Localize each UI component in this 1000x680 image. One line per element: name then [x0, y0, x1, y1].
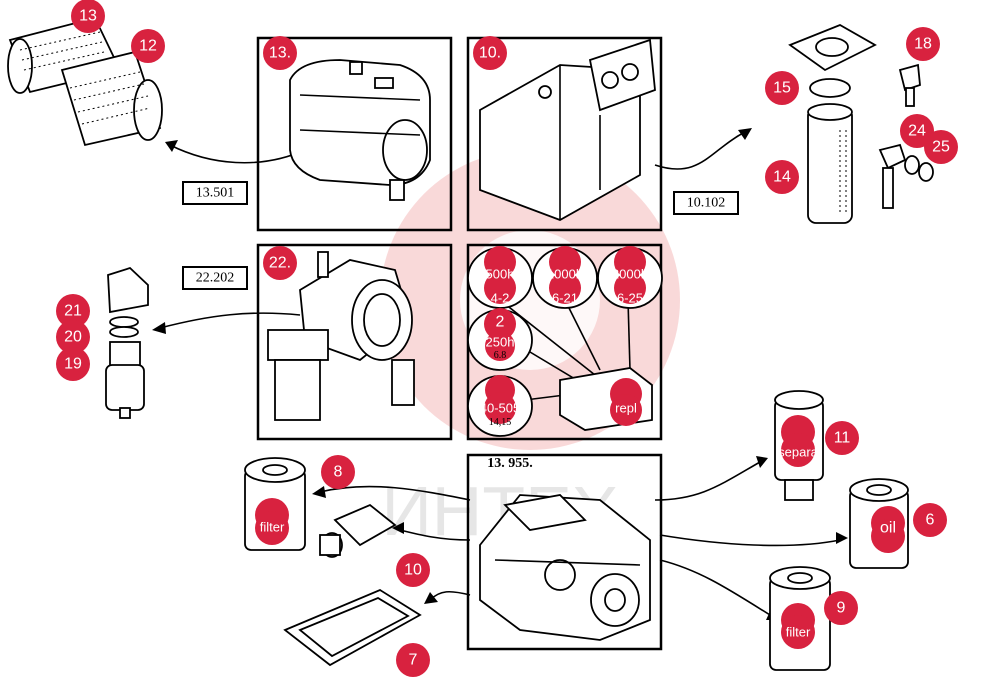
callout-14-text: 14	[773, 169, 791, 186]
oil-6-badge[interactable]: oil	[871, 506, 905, 553]
interval-250h-index: 2	[496, 314, 505, 331]
arrow-air-head	[165, 140, 178, 152]
fuel-inline-filter-drawing	[319, 503, 397, 558]
callout-21-text: 21	[64, 303, 82, 320]
callout-6[interactable]: 6	[913, 503, 947, 537]
interval-badge-40-505[interactable]: 40-505 14,15	[480, 375, 520, 428]
callout-7[interactable]: 7	[396, 643, 430, 677]
fuel-system-drawing	[267, 251, 415, 421]
callout-18-text: 18	[914, 36, 932, 53]
filter-8-badge[interactable]: filter	[255, 498, 289, 545]
callout-7-text: 7	[409, 652, 418, 669]
callout-panel-13[interactable]: 13.	[263, 36, 297, 70]
panel-hydraulic	[466, 36, 663, 232]
panel-fuel	[256, 243, 453, 441]
callout-panel-22-text: 22.	[269, 255, 291, 272]
interval-badge-250h[interactable]: 2 250h 6.8	[484, 308, 516, 361]
callout-13-top[interactable]: 13	[71, 0, 105, 33]
interval-40-505-label: 40-505	[480, 401, 520, 416]
callout-20-text: 20	[64, 329, 82, 346]
fuel-filter-parts	[105, 266, 149, 419]
callout-13-top-text: 13	[79, 8, 97, 25]
filter-9-badge[interactable]: filter	[781, 603, 815, 649]
callout-9-text: 9	[837, 600, 846, 617]
callout-21[interactable]: 21	[56, 294, 90, 328]
callout-12-text: 12	[139, 38, 157, 55]
callout-15[interactable]: 15	[765, 71, 799, 105]
ref-box-air[interactable]: 13.501	[182, 181, 248, 205]
callout-19[interactable]: 19	[56, 347, 90, 381]
callout-12[interactable]: 12	[131, 29, 165, 63]
callout-10-text: 10	[404, 562, 422, 579]
callout-19-text: 19	[64, 356, 82, 373]
callout-panel-13-text: 13.	[269, 45, 291, 62]
interval-2000h-range: 6-25	[617, 291, 643, 306]
oil-6-label: oil	[880, 520, 896, 537]
ref-box-hydraulic[interactable]: 10.102	[673, 191, 739, 215]
filter-9-label: filter	[786, 625, 811, 640]
engine-panel-label: 13. 955.	[487, 456, 533, 471]
air-filter-elements	[7, 16, 163, 147]
callout-15-text: 15	[773, 80, 791, 97]
callout-10[interactable]: 10	[396, 553, 430, 587]
interval-badge-1000h[interactable]: 1000h 6-21	[547, 246, 583, 306]
interval-250h-note: 6.8	[494, 350, 507, 361]
callout-8[interactable]: 8	[321, 455, 355, 489]
ref-box-fuel[interactable]: 22.202	[182, 266, 248, 290]
callout-11-text: 11	[834, 430, 851, 447]
callout-9[interactable]: 9	[824, 591, 858, 625]
arrow-fuel	[159, 312, 301, 329]
interval-box-badge[interactable]: repl	[610, 378, 642, 426]
callout-14[interactable]: 14	[765, 160, 799, 194]
interval-500h-label: 500h	[486, 267, 515, 282]
callout-8-text: 8	[334, 464, 343, 481]
interval-1000h-range: 6-21	[552, 291, 578, 306]
callout-panel-10-text: 10.	[479, 45, 501, 62]
arrow-fuel-head	[152, 322, 166, 334]
callout-18[interactable]: 18	[906, 27, 940, 61]
separator-11-badge[interactable]: separa	[778, 415, 819, 467]
gasket-7-drawing	[283, 588, 422, 667]
arrow-hydraulic-head	[738, 128, 752, 140]
ref-box-fuel-text: 22.202	[196, 271, 235, 286]
separator-11-label: separa	[778, 445, 819, 460]
callout-20[interactable]: 20	[56, 320, 90, 354]
ref-box-air-text: 13.501	[196, 186, 235, 201]
air-cleaner-drawing	[289, 59, 431, 201]
callout-25[interactable]: 25	[924, 130, 958, 164]
interval-badge-2000h[interactable]: 2000h 6-25	[612, 246, 648, 306]
interval-badge-500h[interactable]: 500h 4-2	[484, 246, 516, 306]
interval-40-505-note: 14,15	[489, 417, 512, 428]
callout-6-text: 6	[926, 512, 935, 529]
panel-air-filter	[256, 36, 453, 232]
callout-panel-10[interactable]: 10.	[473, 36, 507, 70]
interval-500h-range: 4-2	[491, 291, 510, 306]
hydraulic-filter-parts	[788, 24, 934, 224]
callout-24[interactable]: 24	[900, 114, 934, 148]
interval-250h-label: 250h	[486, 335, 515, 350]
filter-8-label: filter	[260, 520, 285, 535]
engine-drawing	[479, 494, 651, 641]
interval-1000h-label: 1000h	[547, 267, 583, 282]
interval-2000h-label: 2000h	[612, 267, 648, 282]
callout-25-text: 25	[932, 139, 950, 156]
callout-11[interactable]: 11	[825, 421, 859, 455]
interval-box-label: repl	[615, 401, 637, 416]
hydraulic-unit-drawing	[479, 38, 656, 221]
callout-24-text: 24	[908, 123, 926, 140]
arrow-hydraulic	[654, 131, 746, 170]
ref-box-hydraulic-text: 10.102	[687, 196, 726, 211]
callout-panel-22[interactable]: 22.	[263, 246, 297, 280]
arrow-air	[169, 144, 306, 164]
panel-engine	[466, 453, 663, 651]
